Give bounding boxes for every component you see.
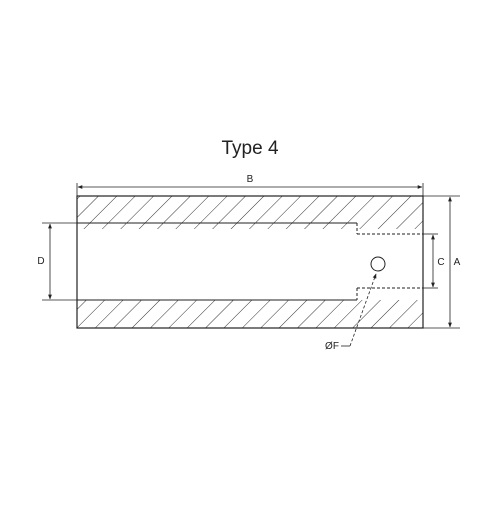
dim-b-label: B (247, 174, 254, 185)
top-wall-hatch (77, 196, 423, 229)
dim-f-label: ØF (325, 341, 339, 352)
dim-d-label: D (37, 256, 44, 267)
dim-c-label: C (437, 257, 444, 268)
dim-a-label: A (454, 257, 461, 268)
drawing-title: Type 4 (221, 138, 279, 159)
dim-f-leader (349, 273, 377, 347)
bushing-outline (76, 195, 424, 329)
bottom-wall-hatch (77, 300, 423, 328)
hole-circle (370, 256, 386, 272)
